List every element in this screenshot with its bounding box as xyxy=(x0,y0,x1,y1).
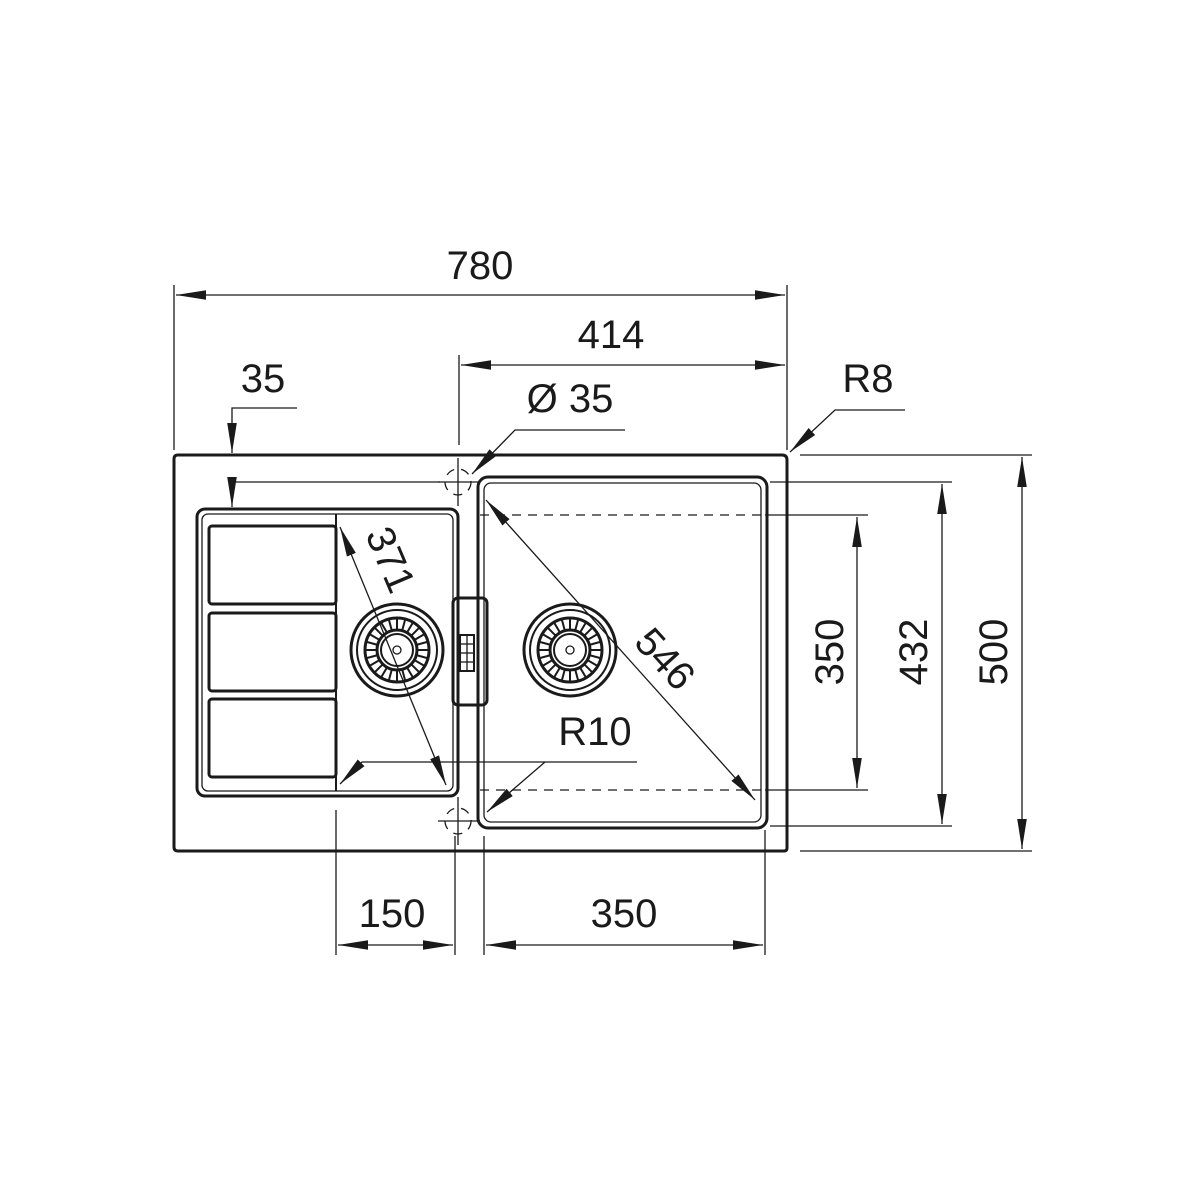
dim-bowl-section-width: 414 xyxy=(578,313,645,357)
strainer-slot xyxy=(579,622,587,633)
drainer-area xyxy=(195,507,460,798)
strainer-slot xyxy=(406,622,414,633)
strainer-slot xyxy=(417,641,428,646)
strainer-slot xyxy=(590,654,601,659)
strainer-slot xyxy=(561,619,566,630)
dim-bowl-inner-depth: 350 xyxy=(808,619,852,686)
strainer-slot xyxy=(574,670,579,681)
dim-edge-offset: 35 xyxy=(241,357,286,401)
tap-hole-bottom xyxy=(437,796,479,846)
strainer-slot xyxy=(587,633,598,641)
strainer-slot xyxy=(411,664,420,673)
strainer-slot xyxy=(414,659,425,667)
dim-corner-radius: R8 xyxy=(842,357,893,401)
strainer-slot xyxy=(553,667,561,678)
strainer-slot xyxy=(553,622,561,633)
strainer-slot xyxy=(547,627,556,636)
extension-lines xyxy=(173,285,1032,955)
drainer-rib xyxy=(207,524,338,606)
strainer-slot xyxy=(401,619,406,630)
strainer-slot xyxy=(542,633,553,641)
tap-hole-top xyxy=(437,457,479,507)
drain-main-bowl xyxy=(522,602,618,698)
dimension-lines xyxy=(176,290,1027,950)
strainer-slot xyxy=(366,654,377,659)
strainer-slot xyxy=(374,664,383,673)
dim-small-bowl-width: 150 xyxy=(359,892,426,936)
strainer-slot xyxy=(369,659,380,667)
dim-drainer-diagonal: 371 xyxy=(357,521,424,600)
dim-bowl-radius: R10 xyxy=(558,710,631,754)
strainer-slot xyxy=(587,659,598,667)
strainer-slot xyxy=(406,667,414,678)
dim-bowl-diagonal: 546 xyxy=(626,620,703,699)
sink-outline xyxy=(172,453,789,853)
dim-overall-width: 780 xyxy=(447,244,514,288)
strainer-slot xyxy=(579,667,587,678)
strainer-slot xyxy=(380,667,388,678)
strainer-slot xyxy=(539,641,550,646)
dim-main-bowl-width: 350 xyxy=(591,892,658,936)
drain-small-bowl xyxy=(349,602,445,698)
strainer-slot xyxy=(584,627,593,636)
strainer-slot xyxy=(366,641,377,646)
strainer-slot xyxy=(574,619,579,630)
main-bowl xyxy=(476,475,769,830)
dim-tap-hole: Ø 35 xyxy=(527,377,614,421)
dim-overall-depth: 500 xyxy=(972,619,1016,686)
strainer-slot xyxy=(417,654,428,659)
strainer-slot xyxy=(374,627,383,636)
drainer-rib xyxy=(207,697,338,779)
strainer-slot xyxy=(542,659,553,667)
dim-bowl-depth: 432 xyxy=(892,619,936,686)
strainer-slot xyxy=(411,627,420,636)
strainer-slot xyxy=(388,619,393,630)
strainer-slot xyxy=(369,633,380,641)
strainer-slot xyxy=(539,654,550,659)
strainer-slot xyxy=(388,670,393,681)
strainer-slot xyxy=(547,664,556,673)
drainer-rib xyxy=(207,611,338,693)
strainer-slot xyxy=(561,670,566,681)
strainer-slot xyxy=(584,664,593,673)
strainer-slot xyxy=(590,641,601,646)
strainer-slot xyxy=(414,633,425,641)
